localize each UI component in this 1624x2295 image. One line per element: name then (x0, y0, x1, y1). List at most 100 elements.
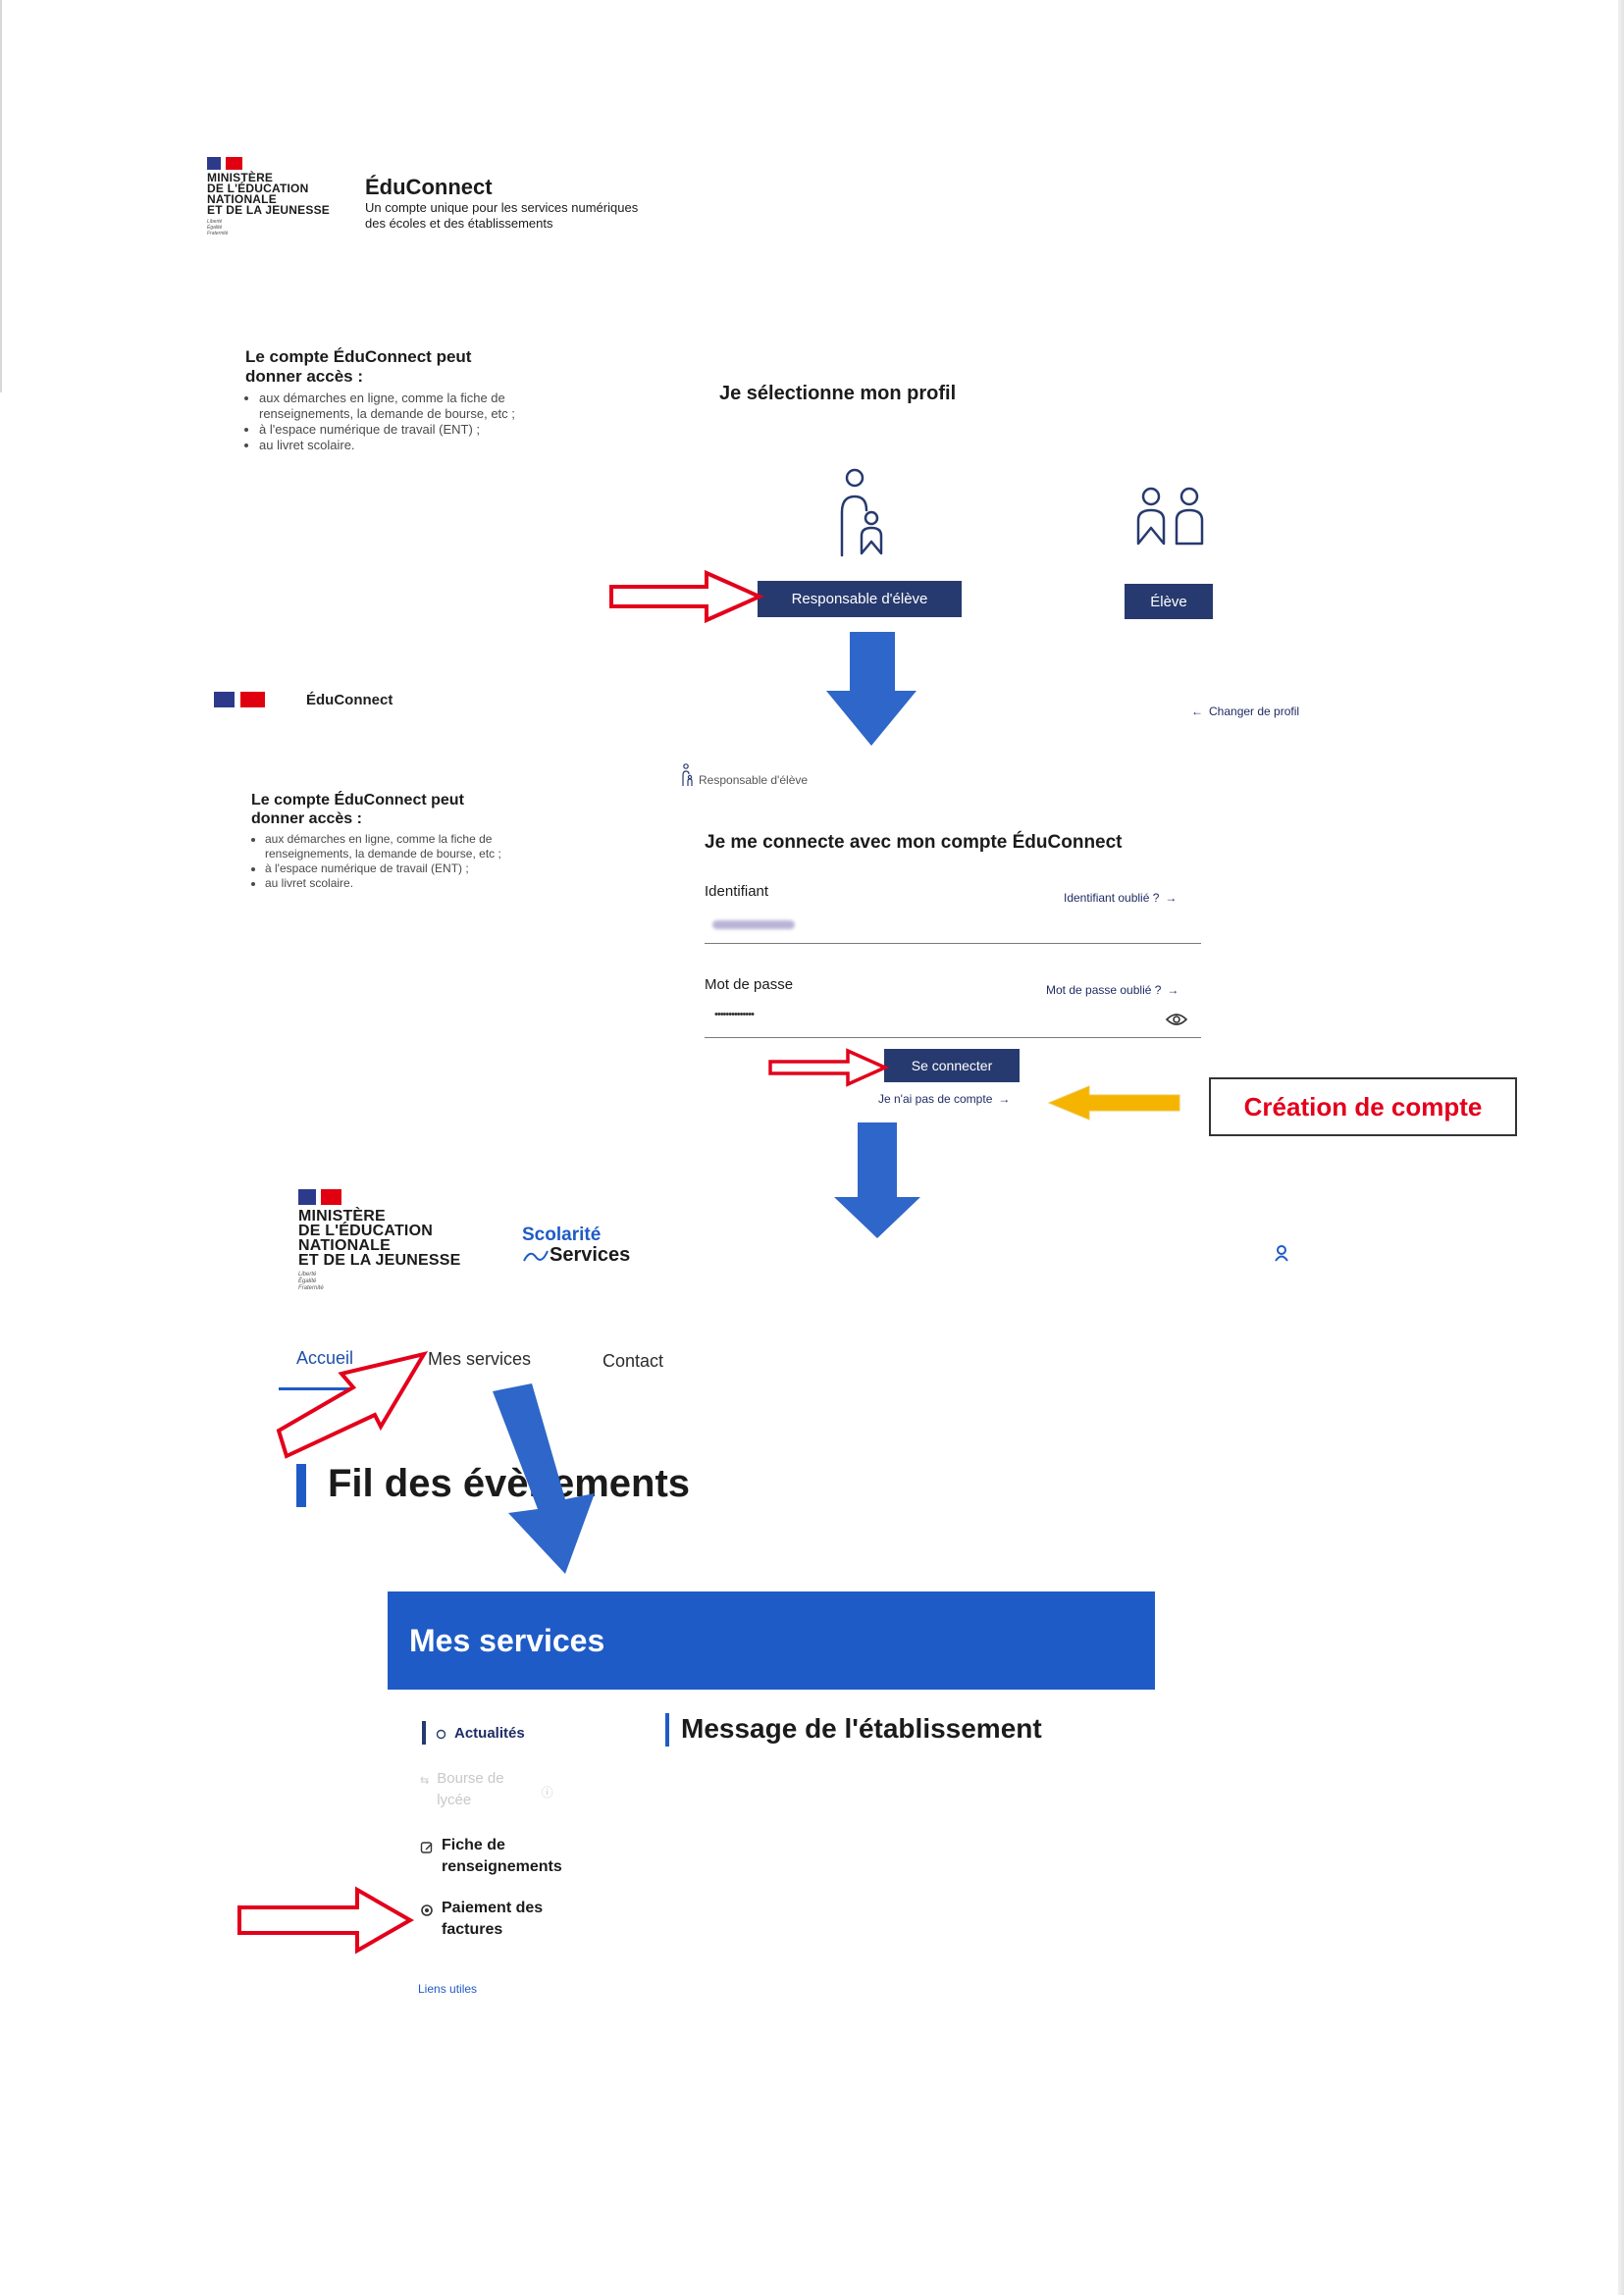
password-field[interactable]: •••••••••••••• (705, 1005, 1201, 1038)
educonnect-brand: ÉduConnect Un compte unique pour les ser… (365, 175, 638, 232)
motto-line: Fraternité (298, 1285, 324, 1291)
eleve-button[interactable]: Élève (1125, 584, 1213, 619)
menu-label: Paiement des (442, 1900, 544, 1916)
marianne-flag-icon (214, 692, 265, 707)
bourse-icon: ⇆ (420, 1775, 430, 1787)
scan-edge-left (0, 0, 2, 392)
ministry-line: DE L'ÉDUCATION (298, 1223, 433, 1239)
motto-line: Fraternité (207, 231, 229, 236)
red-arrow-annotation (276, 1350, 429, 1459)
nav-active-underline (279, 1387, 381, 1390)
menu-label: renseignements (442, 1858, 562, 1875)
info-item: au livret scolaire. (265, 876, 546, 891)
parent-child-icon (840, 468, 883, 557)
motto-line: Égalité (207, 225, 223, 231)
motto-line: Égalité (298, 1278, 317, 1284)
menu-item-fiche[interactable]: Fiche de renseignements (420, 1835, 562, 1878)
educonnect-title: ÉduConnect (365, 175, 493, 199)
profile-heading: Je sélectionne mon profil (719, 383, 957, 404)
responsable-button[interactable]: Responsable d'élève (758, 581, 962, 617)
info-item: aux démarches en ligne, comme la fiche d… (259, 391, 569, 422)
info-list: aux démarches en ligne, comme la fiche d… (245, 391, 569, 453)
scolarite-services-logo: Scolarité Services (522, 1225, 630, 1267)
change-profile-label: Changer de profil (1209, 704, 1300, 718)
info-item: à l'espace numérique de travail (ENT) ; (259, 422, 569, 438)
scan-edge-right (1618, 0, 1624, 2295)
info-box: Le compte ÉduConnect peut donner accès :… (245, 347, 569, 453)
info-title-line: donner accès : (251, 810, 362, 827)
menu-item-bourse[interactable]: ⇆ Bourse de lycée ⓘ (420, 1768, 553, 1811)
mes-services-banner: Mes services (388, 1591, 1155, 1690)
info-icon: ⓘ (541, 1786, 553, 1799)
parent-child-icon (682, 763, 693, 786)
menu-item-paiement[interactable]: Paiement des factures (420, 1898, 543, 1941)
menu-label: Bourse de (437, 1770, 504, 1787)
password-value: •••••••••••••• (714, 1009, 755, 1020)
scolarite-brand-line1: Scolarité (522, 1225, 602, 1245)
subtitle-line: Un compte unique pour les services numér… (365, 200, 639, 215)
ministry-line: NATIONALE (298, 1237, 391, 1254)
create-account-annotation: Création de compte (1209, 1077, 1517, 1136)
eye-icon[interactable] (1166, 1012, 1187, 1027)
identifier-label: Identifiant (705, 883, 769, 900)
blurred-identifier-value (712, 920, 795, 929)
nav-accueil[interactable]: Accueil (296, 1348, 354, 1368)
yellow-arrow-annotation (1047, 1085, 1180, 1121)
change-profile-link[interactable]: ← Changer de profil (1191, 704, 1299, 718)
password-label: Mot de passe (705, 976, 794, 993)
info-title-line: Le compte ÉduConnect peut (245, 347, 472, 366)
arrow-right-icon: → (1167, 983, 1179, 997)
ministry-line: DE L'ÉDUCATION (207, 182, 309, 195)
red-arrow-annotation (237, 1886, 415, 1955)
swoosh-icon (523, 1250, 549, 1261)
identifier-forgot-link[interactable]: Identifiant oublié ? → (1064, 891, 1177, 905)
ministry-line: NATIONALE (207, 192, 277, 206)
document-edit-icon (420, 1842, 433, 1853)
user-account-icon[interactable] (1274, 1244, 1289, 1262)
red-arrow-annotation (609, 569, 764, 624)
se-connecter-button[interactable]: Se connecter (884, 1049, 1020, 1082)
info-title-line: Le compte ÉduConnect peut (251, 792, 464, 808)
active-menu-bar (422, 1721, 426, 1745)
current-profile-label: Responsable d'élève (699, 773, 809, 787)
info-item: aux démarches en ligne, comme la fiche d… (265, 832, 546, 861)
motto-line: Liberté (207, 219, 223, 225)
ministry-line: MINISTÈRE (207, 171, 274, 184)
identifier-underline (705, 943, 1201, 944)
marianne-flag-icon (298, 1189, 341, 1205)
marianne-flag-icon (207, 157, 242, 170)
ministry-line: ET DE LA JEUNESSE (298, 1252, 461, 1269)
blue-down-arrow (834, 1122, 920, 1238)
ministry-logo: MINISTÈRE DE L'ÉDUCATION NATIONALE ET DE… (298, 1189, 461, 1292)
subtitle-line: des écoles et des établissements (365, 216, 553, 231)
info-title-line: donner accès : (245, 367, 363, 386)
menu-item-actualites[interactable]: Actualités (436, 1723, 525, 1745)
menu-label: factures (442, 1921, 503, 1938)
educonnect-subtitle: Un compte unique pour les services numér… (365, 200, 638, 232)
payment-icon (421, 1904, 433, 1916)
login-heading: Je me connecte avec mon compte ÉduConnec… (705, 832, 1123, 853)
scolarite-brand-line2: Services (550, 1244, 631, 1266)
identifier-field[interactable] (705, 913, 1201, 944)
red-arrow-annotation (768, 1048, 889, 1087)
no-account-label: Je n'ai pas de compte (878, 1092, 993, 1106)
nav-contact[interactable]: Contact (602, 1351, 664, 1371)
students-icon (1136, 487, 1204, 546)
password-forgot-link[interactable]: Mot de passe oublié ? → (1046, 983, 1179, 997)
menu-label: Fiche de (442, 1837, 505, 1853)
ministry-line: MINISTÈRE (298, 1208, 386, 1225)
no-account-link[interactable]: Je n'ai pas de compte → (878, 1092, 1010, 1106)
info-box: Le compte ÉduConnect peut donner accès :… (251, 791, 546, 891)
password-underline (705, 1037, 1201, 1038)
password-forgot-label: Mot de passe oublié ? (1046, 983, 1162, 997)
info-item: au livret scolaire. (259, 438, 569, 453)
nav-mes-services[interactable]: Mes services (428, 1349, 532, 1369)
events-heading: Fil des évènements (328, 1462, 691, 1505)
liens-utiles-link[interactable]: Liens utiles (418, 1982, 478, 1996)
identifier-forgot-label: Identifiant oublié ? (1064, 891, 1160, 905)
menu-label: lycée (437, 1792, 472, 1808)
message-heading: Message de l'établissement (681, 1713, 1042, 1744)
ministry-logo: MINISTÈRE DE L'ÉDUCATION NATIONALE ET DE… (207, 157, 330, 236)
educonnect-brand-small: ÉduConnect (306, 692, 393, 708)
circle-icon (436, 1729, 446, 1739)
